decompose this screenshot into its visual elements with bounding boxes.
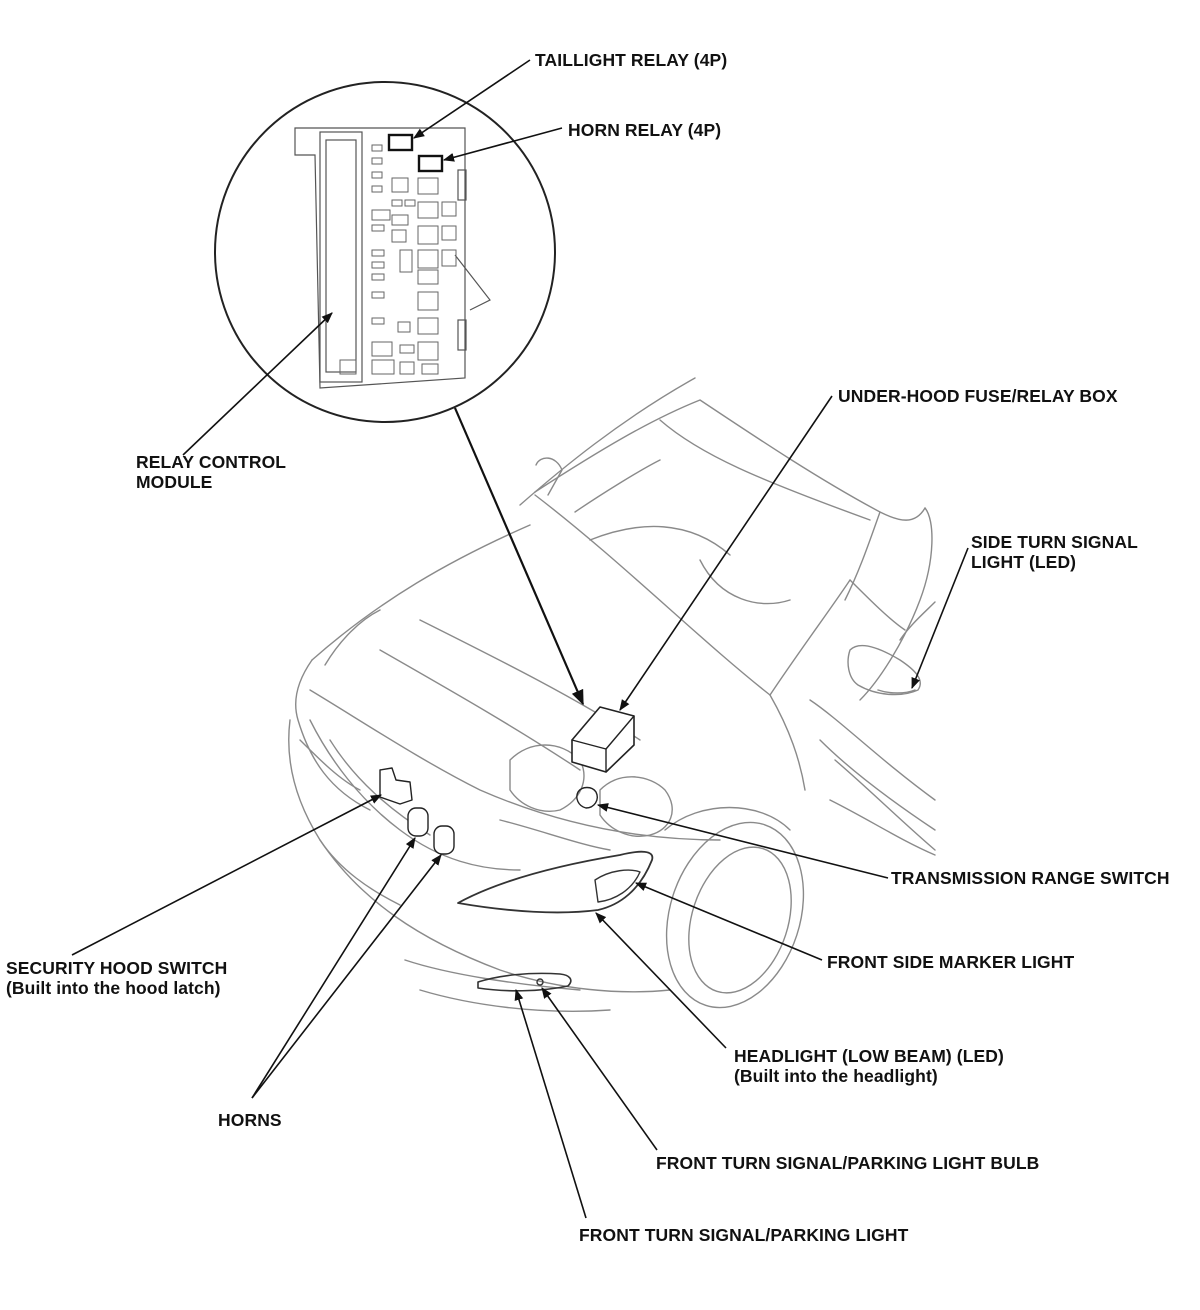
label-transmission-range-switch: TRANSMISSION RANGE SWITCH [891,868,1170,888]
label-under-hood-fuse-relay-box: UNDER-HOOD FUSE/RELAY BOX [838,386,1118,406]
label-front-turn-signal-bulb: FRONT TURN SIGNAL/PARKING LIGHT BULB [656,1153,1040,1173]
label-horn-relay: HORN RELAY (4P) [568,120,722,140]
label-side-turn-signal-line2: LIGHT (LED) [971,552,1077,572]
label-headlight-line2: (Built into the headlight) [734,1066,938,1086]
label-taillight-relay: TAILLIGHT RELAY (4P) [535,50,728,70]
label-side-turn-signal-line1: SIDE TURN SIGNAL [971,532,1138,552]
label-front-side-marker-light: FRONT SIDE MARKER LIGHT [827,952,1075,972]
car-illustration [288,377,936,1012]
label-headlight-line1: HEADLIGHT (LOW BEAM) (LED) [734,1046,1004,1066]
label-relay-control-module-line2: MODULE [136,472,213,492]
label-headlight: HEADLIGHT (LOW BEAM) (LED) (Built into t… [734,1046,1004,1086]
label-relay-control-module-line1: RELAY CONTROL [136,452,287,472]
label-security-hood-switch-line2: (Built into the hood latch) [6,978,221,998]
label-relay-control-module: RELAY CONTROL MODULE [136,452,286,492]
relay-box-inset [214,81,556,423]
label-side-turn-signal: SIDE TURN SIGNAL LIGHT (LED) [971,532,1138,572]
label-security-hood-switch-line1: SECURITY HOOD SWITCH [6,958,228,978]
label-security-hood-switch: SECURITY HOOD SWITCH (Built into the hoo… [6,958,227,998]
leader-lines [71,59,969,1219]
label-front-turn-signal-light: FRONT TURN SIGNAL/PARKING LIGHT [579,1225,909,1245]
label-horns: HORNS [218,1110,282,1130]
